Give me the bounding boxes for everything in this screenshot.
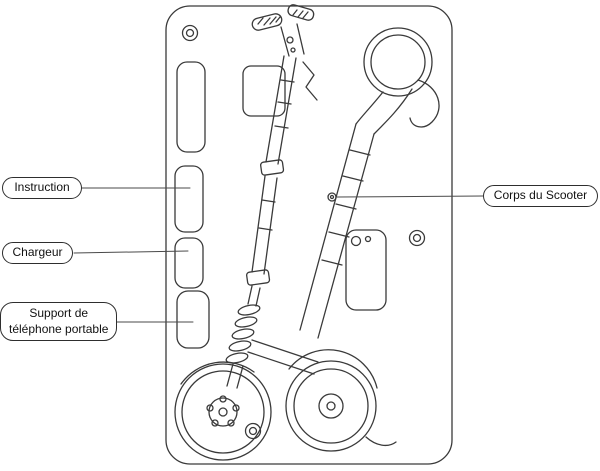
hub-hole [211, 419, 219, 427]
hub-hole [232, 404, 240, 412]
fork-tube [247, 285, 261, 307]
tray-outline [165, 5, 453, 465]
battery-compartment [345, 229, 387, 311]
front-fender [180, 361, 255, 385]
accessory-compartments [174, 61, 286, 349]
hub [318, 393, 344, 419]
tire [285, 360, 377, 452]
screw-hole-icon [248, 426, 258, 436]
callout-instruction-label: Instruction [14, 180, 70, 195]
neck-edge [373, 88, 413, 135]
lower-clamp [246, 269, 271, 286]
screw-hole-icon [412, 233, 422, 243]
hub [208, 397, 238, 427]
suspension-spring [225, 285, 261, 389]
screw-hole-icon [185, 28, 195, 38]
body-bolt-icon [329, 194, 335, 200]
grip-texture [257, 16, 281, 26]
steering-stem [246, 55, 297, 286]
body-tube-edge [299, 123, 357, 331]
packaging-tray [165, 5, 453, 465]
carry-hook [409, 79, 440, 128]
stem-rings [258, 199, 276, 231]
hub-hole [219, 395, 227, 403]
deck-plate [247, 339, 319, 375]
mud-flap [365, 436, 397, 447]
phone-holder-compartment [176, 290, 210, 349]
small-compartment [242, 65, 286, 117]
scooter-body [247, 27, 440, 375]
tire [174, 363, 272, 461]
spring-coil [228, 340, 252, 352]
neck-edge [355, 91, 384, 125]
spring-coil [225, 352, 249, 364]
stem-edge [251, 175, 266, 273]
fork-leg [226, 363, 244, 389]
callout-scooter-body: Corps du Scooter [483, 185, 598, 207]
battery-screw-icon [364, 235, 372, 243]
top-compartment [176, 61, 206, 153]
left-grip [251, 13, 283, 31]
folding-clamp [260, 159, 285, 176]
stem-edge [277, 57, 297, 165]
axle [218, 407, 228, 417]
charger-compartment [174, 237, 204, 289]
folded-head-ring-inner [370, 34, 426, 90]
body-segments [321, 149, 371, 266]
screw-hole-icon [408, 229, 426, 247]
battery-screw-icon [350, 235, 362, 247]
body-bolt-icon [327, 192, 337, 202]
callout-charger: Chargeur [2, 242, 73, 264]
leader-line-scooter-body [336, 195, 484, 198]
rear-fender [288, 349, 378, 389]
stem-edge [263, 177, 278, 275]
screw-hole-icon [244, 422, 262, 440]
front-wheel [174, 361, 272, 461]
right-grip [287, 4, 315, 21]
head-tube [280, 23, 305, 57]
axle [326, 401, 336, 411]
brake-cable [302, 61, 318, 101]
rim [181, 370, 265, 454]
leader-lines [73, 187, 484, 323]
grip-texture [292, 9, 309, 19]
screw-hole-icon [181, 24, 199, 42]
hub-hole [206, 404, 214, 412]
instruction-compartment [174, 165, 204, 233]
bolt-icon [290, 47, 296, 53]
spring-coil [237, 304, 261, 316]
bolt-icon [286, 36, 294, 44]
callout-scooter-body-label: Corps du Scooter [493, 188, 588, 203]
leader-line-charger [73, 250, 189, 254]
stem-rings [274, 79, 295, 129]
handlebar [251, 4, 318, 101]
callout-instruction: Instruction [2, 177, 82, 199]
spring-coil [231, 328, 255, 340]
rim [293, 368, 369, 444]
callout-charger-label: Chargeur [12, 245, 63, 260]
folded-scooter [174, 4, 440, 461]
folded-head-ring [363, 27, 433, 97]
spring-coil [234, 316, 258, 328]
hub-hole [227, 419, 235, 427]
rear-wheel [285, 349, 397, 452]
callout-phone-support: Support de téléphone portable [0, 302, 118, 341]
callout-phone-support-label: Support de téléphone portable [9, 305, 109, 336]
stem-edge [265, 55, 285, 163]
